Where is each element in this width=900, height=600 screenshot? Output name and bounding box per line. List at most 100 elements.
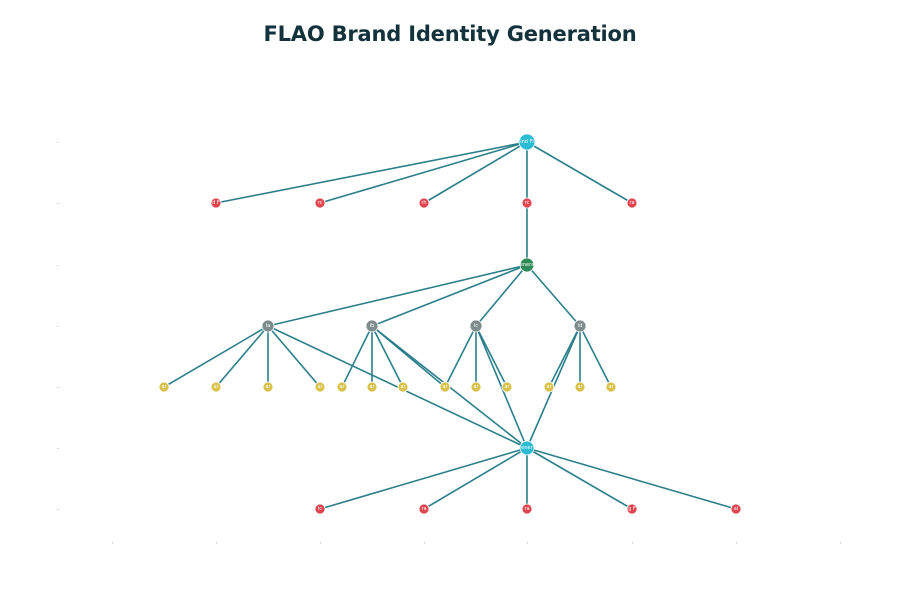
node-label: rh — [421, 200, 426, 206]
node-circle[interactable] — [518, 133, 536, 151]
node-circle[interactable] — [469, 319, 483, 333]
node-r2[interactable]: rc — [314, 197, 326, 209]
node-label: ar — [504, 384, 510, 390]
edge-root-r1 — [215, 141, 528, 204]
axis-ticks — [57, 142, 841, 544]
node-label: ar — [265, 384, 271, 390]
node-g1[interactable]: ia — [261, 319, 275, 333]
node-circle[interactable] — [418, 503, 430, 515]
node-circle[interactable] — [574, 381, 586, 393]
edge-g3-l10 — [475, 325, 508, 388]
node-circle[interactable] — [519, 440, 535, 456]
node-circle[interactable] — [158, 381, 170, 393]
node-label: ar — [339, 384, 345, 390]
node-l6[interactable]: ar — [366, 381, 378, 393]
node-label: ar — [213, 384, 219, 390]
node-circle[interactable] — [626, 503, 638, 515]
y-tick — [57, 326, 59, 327]
node-label: ar — [546, 384, 552, 390]
node-merge[interactable]: ener — [519, 440, 535, 456]
node-b5[interactable]: al — [730, 503, 742, 515]
node-l4[interactable]: ar — [314, 381, 326, 393]
node-l12[interactable]: ar — [574, 381, 586, 393]
node-l5[interactable]: ar — [336, 381, 348, 393]
node-g2[interactable]: ib — [365, 319, 379, 333]
node-label: ra — [524, 506, 529, 512]
node-r1[interactable]: d F — [210, 197, 222, 209]
edge-g2-l7 — [371, 325, 404, 388]
node-label: enera — [520, 262, 534, 268]
y-tick — [57, 265, 59, 266]
node-circle[interactable] — [730, 503, 742, 515]
edge-merge-b2 — [423, 447, 528, 510]
edge-root-r3 — [423, 141, 528, 204]
node-circle[interactable] — [521, 197, 533, 209]
node-circle[interactable] — [543, 381, 555, 393]
node-l1[interactable]: ar — [158, 381, 170, 393]
node-label: ar — [400, 384, 406, 390]
node-g4[interactable]: id — [573, 319, 587, 333]
node-circle[interactable] — [314, 503, 326, 515]
node-circle[interactable] — [626, 197, 638, 209]
node-circle[interactable] — [397, 381, 409, 393]
node-l13[interactable]: ar — [605, 381, 617, 393]
node-l3[interactable]: ar — [262, 381, 274, 393]
node-label: ra — [629, 200, 634, 206]
node-circle[interactable] — [314, 197, 326, 209]
node-circle[interactable] — [519, 257, 535, 273]
node-label: ar — [317, 384, 323, 390]
node-l9[interactable]: ar — [470, 381, 482, 393]
node-r5[interactable]: ra — [626, 197, 638, 209]
node-l11[interactable]: ar — [543, 381, 555, 393]
node-circle[interactable] — [573, 319, 587, 333]
node-label: ic — [474, 323, 478, 329]
x-tick — [736, 542, 737, 544]
edge-hub-g1 — [267, 264, 528, 327]
edge-hub-g4 — [526, 264, 581, 327]
node-b3[interactable]: ra — [521, 503, 533, 515]
node-l10[interactable]: ar — [501, 381, 513, 393]
node-circle[interactable] — [470, 381, 482, 393]
node-label: d F — [212, 200, 220, 206]
edge-hub-g2 — [371, 264, 528, 327]
edge-g1-merge — [267, 325, 528, 449]
node-circle[interactable] — [439, 381, 451, 393]
node-circle[interactable] — [262, 381, 274, 393]
node-circle[interactable] — [366, 381, 378, 393]
node-r4[interactable]: rc — [521, 197, 533, 209]
node-label: al — [734, 506, 738, 512]
node-circle[interactable] — [418, 197, 430, 209]
y-tick — [57, 448, 59, 449]
node-circle[interactable] — [314, 381, 326, 393]
y-tick — [57, 387, 59, 388]
node-label: ar — [608, 384, 614, 390]
x-tick — [216, 542, 217, 544]
node-circle[interactable] — [501, 381, 513, 393]
y-tick — [57, 142, 59, 143]
node-circle[interactable] — [521, 503, 533, 515]
node-circle[interactable] — [261, 319, 275, 333]
node-label: ar — [577, 384, 583, 390]
node-b4[interactable]: g F — [626, 503, 638, 515]
node-layer: ind Fl d F rc rh rc ra enera ia ib ic id ar ar ar ar ar… — [158, 133, 742, 515]
node-label: ar — [161, 384, 167, 390]
edge-root-r2 — [319, 141, 528, 204]
node-l7[interactable]: ar — [397, 381, 409, 393]
x-tick — [320, 542, 321, 544]
node-root[interactable]: ind Fl — [518, 133, 536, 151]
node-hub[interactable]: enera — [519, 257, 535, 273]
node-g3[interactable]: ic — [469, 319, 483, 333]
node-l8[interactable]: ar — [439, 381, 451, 393]
node-label: id — [578, 323, 583, 329]
node-b1[interactable]: lc — [314, 503, 326, 515]
node-r3[interactable]: rh — [418, 197, 430, 209]
node-l2[interactable]: ar — [210, 381, 222, 393]
node-circle[interactable] — [336, 381, 348, 393]
node-circle[interactable] — [210, 381, 222, 393]
node-circle[interactable] — [365, 319, 379, 333]
node-b2[interactable]: ra — [418, 503, 430, 515]
node-circle[interactable] — [210, 197, 222, 209]
node-label: ar — [369, 384, 375, 390]
node-circle[interactable] — [605, 381, 617, 393]
